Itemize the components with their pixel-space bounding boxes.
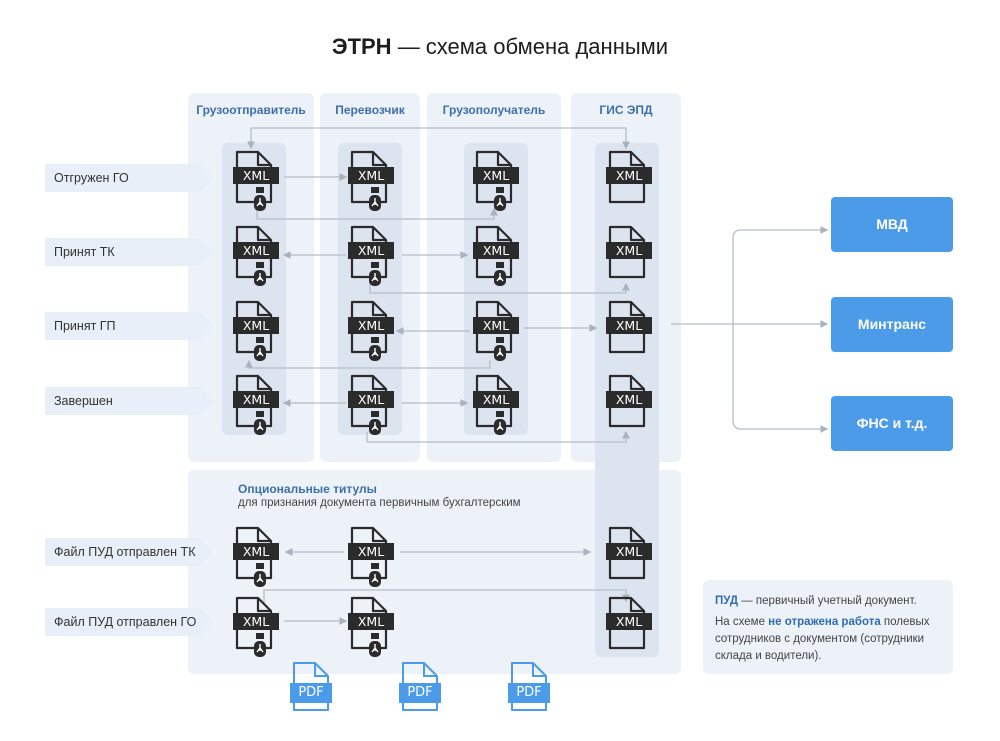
xml-document-icon: XML bbox=[606, 374, 652, 436]
signed-xml-document-icon: XML bbox=[473, 150, 519, 212]
xml-document-icon: XML bbox=[606, 596, 652, 658]
signed-xml-document-icon: XML bbox=[233, 225, 279, 287]
wire bbox=[366, 430, 630, 443]
wire bbox=[251, 127, 630, 150]
note-highlight: не отражена работа bbox=[768, 616, 881, 628]
xml-document-icon: XML bbox=[606, 150, 652, 212]
row-label-completed: Завершен bbox=[45, 387, 214, 415]
signed-xml-document-icon: XML bbox=[473, 300, 519, 362]
signed-xml-document-icon: XML bbox=[233, 526, 279, 588]
note-definition: — первичный учетный документ. bbox=[738, 595, 917, 607]
pdf-document-icon: PDF bbox=[399, 661, 445, 723]
optional-titles-heading: Опциональные титулы bbox=[238, 482, 377, 496]
row-label-accepted-consignee: Принят ГП bbox=[45, 312, 214, 340]
row-label-pud-sent-carrier: Файл ПУД отправлен ТК bbox=[45, 538, 214, 566]
pdf-document-icon: PDF bbox=[290, 661, 336, 723]
wire bbox=[263, 589, 630, 603]
wire bbox=[369, 282, 630, 294]
column-header-gis-epd: ГИС ЭПД bbox=[599, 103, 653, 117]
xml-document-icon: XML bbox=[606, 300, 652, 362]
row-label-accepted-carrier: Принят ТК bbox=[45, 238, 214, 266]
pdf-document-icon: PDF bbox=[508, 661, 554, 723]
legend-note: ПУД — первичный учетный документ. На схе… bbox=[703, 580, 953, 674]
column-header-carrier: Перевозчик bbox=[335, 103, 405, 117]
xml-document-icon: XML bbox=[606, 526, 652, 588]
column-header-consignee: Грузополучатель bbox=[442, 103, 546, 117]
signed-xml-document-icon: XML bbox=[233, 596, 279, 658]
signed-xml-document-icon: XML bbox=[348, 225, 394, 287]
row-label-shipped: Отгружен ГО bbox=[45, 164, 214, 192]
page-title: ЭТРН — схема обмена данными bbox=[331, 34, 669, 59]
signed-xml-document-icon: XML bbox=[473, 225, 519, 287]
xml-document-icon: XML bbox=[606, 225, 652, 287]
signed-xml-document-icon: XML bbox=[233, 300, 279, 362]
column-header-shipper: Грузоотправитель bbox=[196, 103, 306, 117]
lane-shipper bbox=[222, 143, 286, 435]
signed-xml-document-icon: XML bbox=[348, 374, 394, 436]
wire bbox=[732, 226, 829, 324]
signed-xml-document-icon: XML bbox=[233, 150, 279, 212]
wire bbox=[732, 324, 829, 433]
optional-titles-subtitle: для признания документа первичным бухгал… bbox=[238, 497, 521, 509]
signed-xml-document-icon: XML bbox=[348, 300, 394, 362]
recipient-mvd: МВД bbox=[831, 197, 953, 252]
recipient-mintrans: Минтранс bbox=[831, 297, 953, 352]
note-term: ПУД bbox=[715, 595, 739, 607]
wire bbox=[256, 205, 498, 220]
signed-xml-document-icon: XML bbox=[348, 526, 394, 588]
recipient-fns: ФНС и т.д. bbox=[831, 396, 953, 451]
signed-xml-document-icon: XML bbox=[348, 150, 394, 212]
signed-xml-document-icon: XML bbox=[233, 374, 279, 436]
row-label-pud-sent-shipper: Файл ПУД отправлен ГО bbox=[45, 608, 214, 636]
wire bbox=[245, 359, 491, 369]
signed-xml-document-icon: XML bbox=[473, 374, 519, 436]
signed-xml-document-icon: XML bbox=[348, 596, 394, 658]
